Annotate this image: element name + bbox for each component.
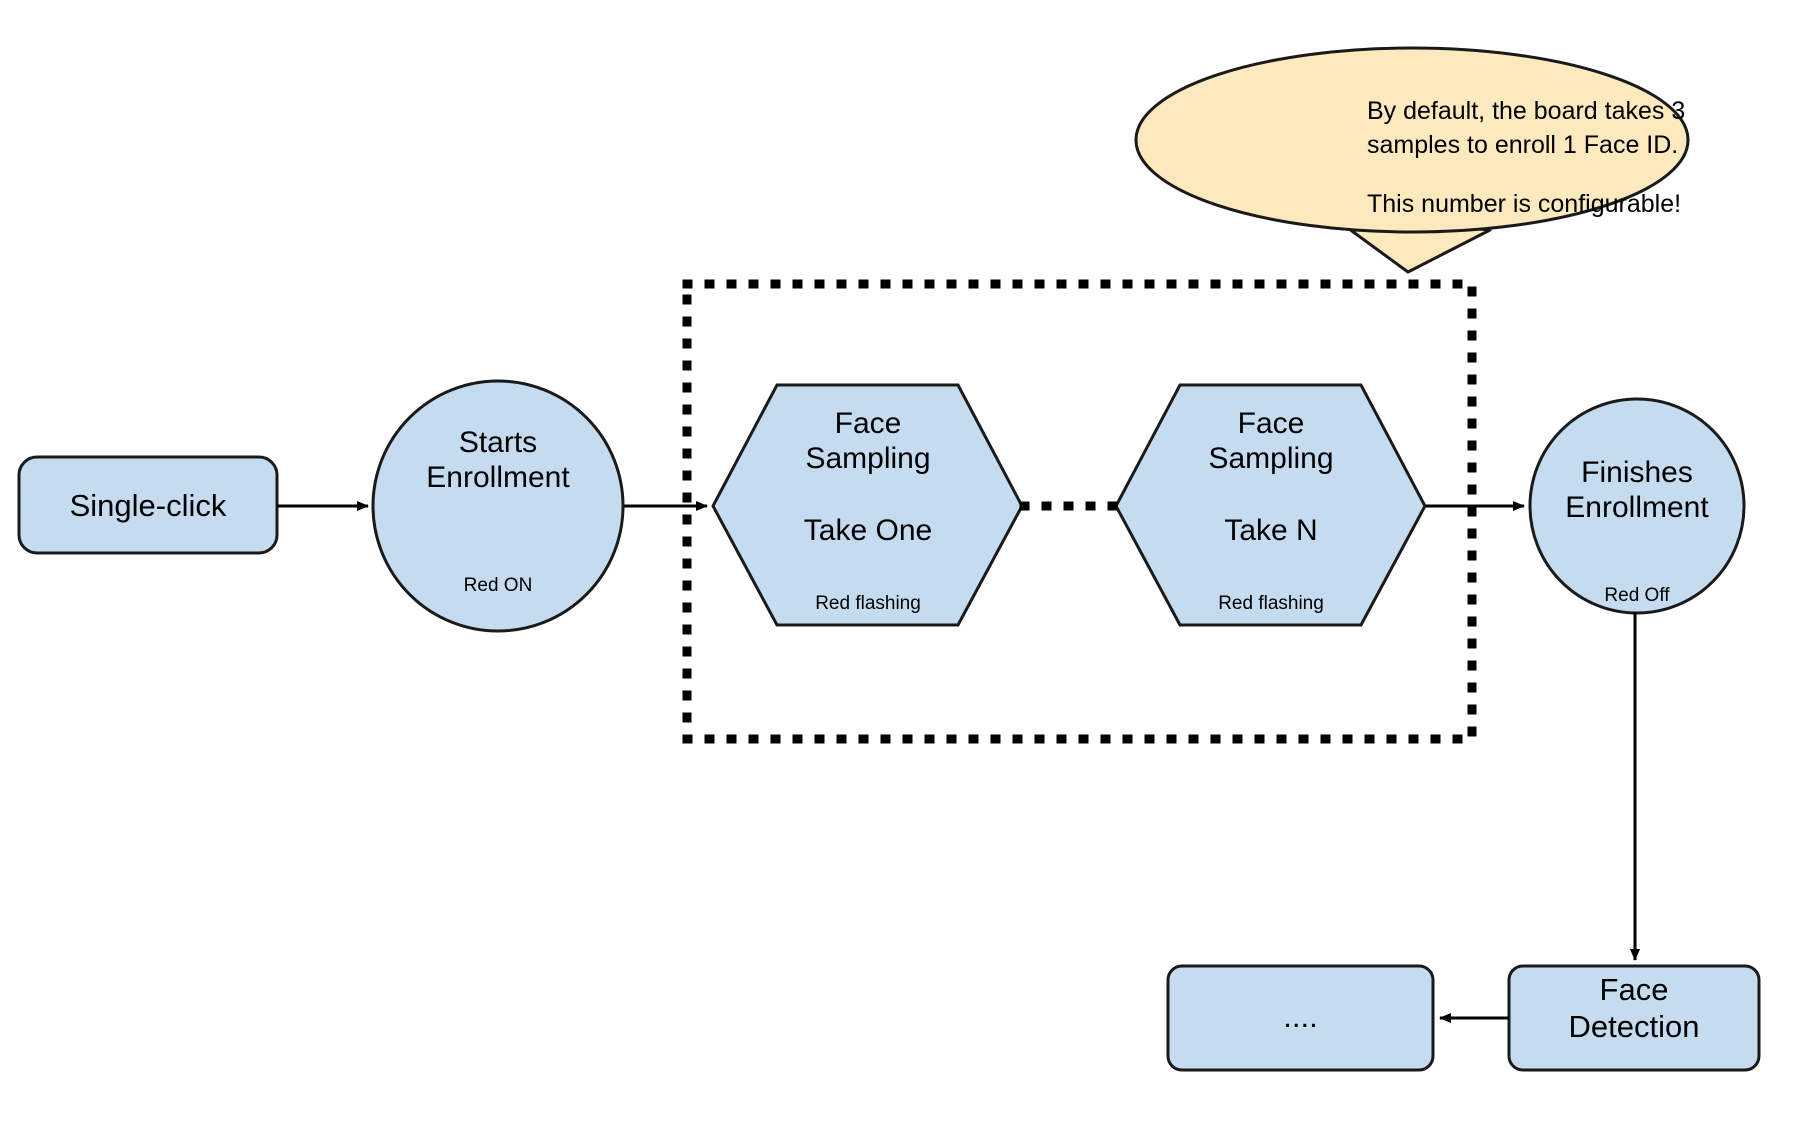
sampling-loop-group-border bbox=[682, 279, 1477, 744]
callout-line-1: By default, the board takes 3 bbox=[1367, 97, 1686, 125]
node-face-detection[interactable] bbox=[1507, 964, 1761, 1072]
callout-line-2: samples to enroll 1 Face ID. bbox=[1367, 131, 1679, 159]
node-single-click[interactable] bbox=[17, 455, 279, 555]
node-face-sampling-one[interactable] bbox=[711, 383, 1024, 627]
node-starts-enrollment[interactable] bbox=[371, 379, 625, 633]
callout-bubble bbox=[1134, 46, 1690, 234]
callout-line-3: This number is configurable! bbox=[1367, 190, 1682, 218]
node-finishes-enrollment[interactable] bbox=[1528, 397, 1746, 615]
node-ellipsis[interactable] bbox=[1166, 964, 1435, 1072]
node-face-sampling-n[interactable] bbox=[1114, 383, 1427, 627]
